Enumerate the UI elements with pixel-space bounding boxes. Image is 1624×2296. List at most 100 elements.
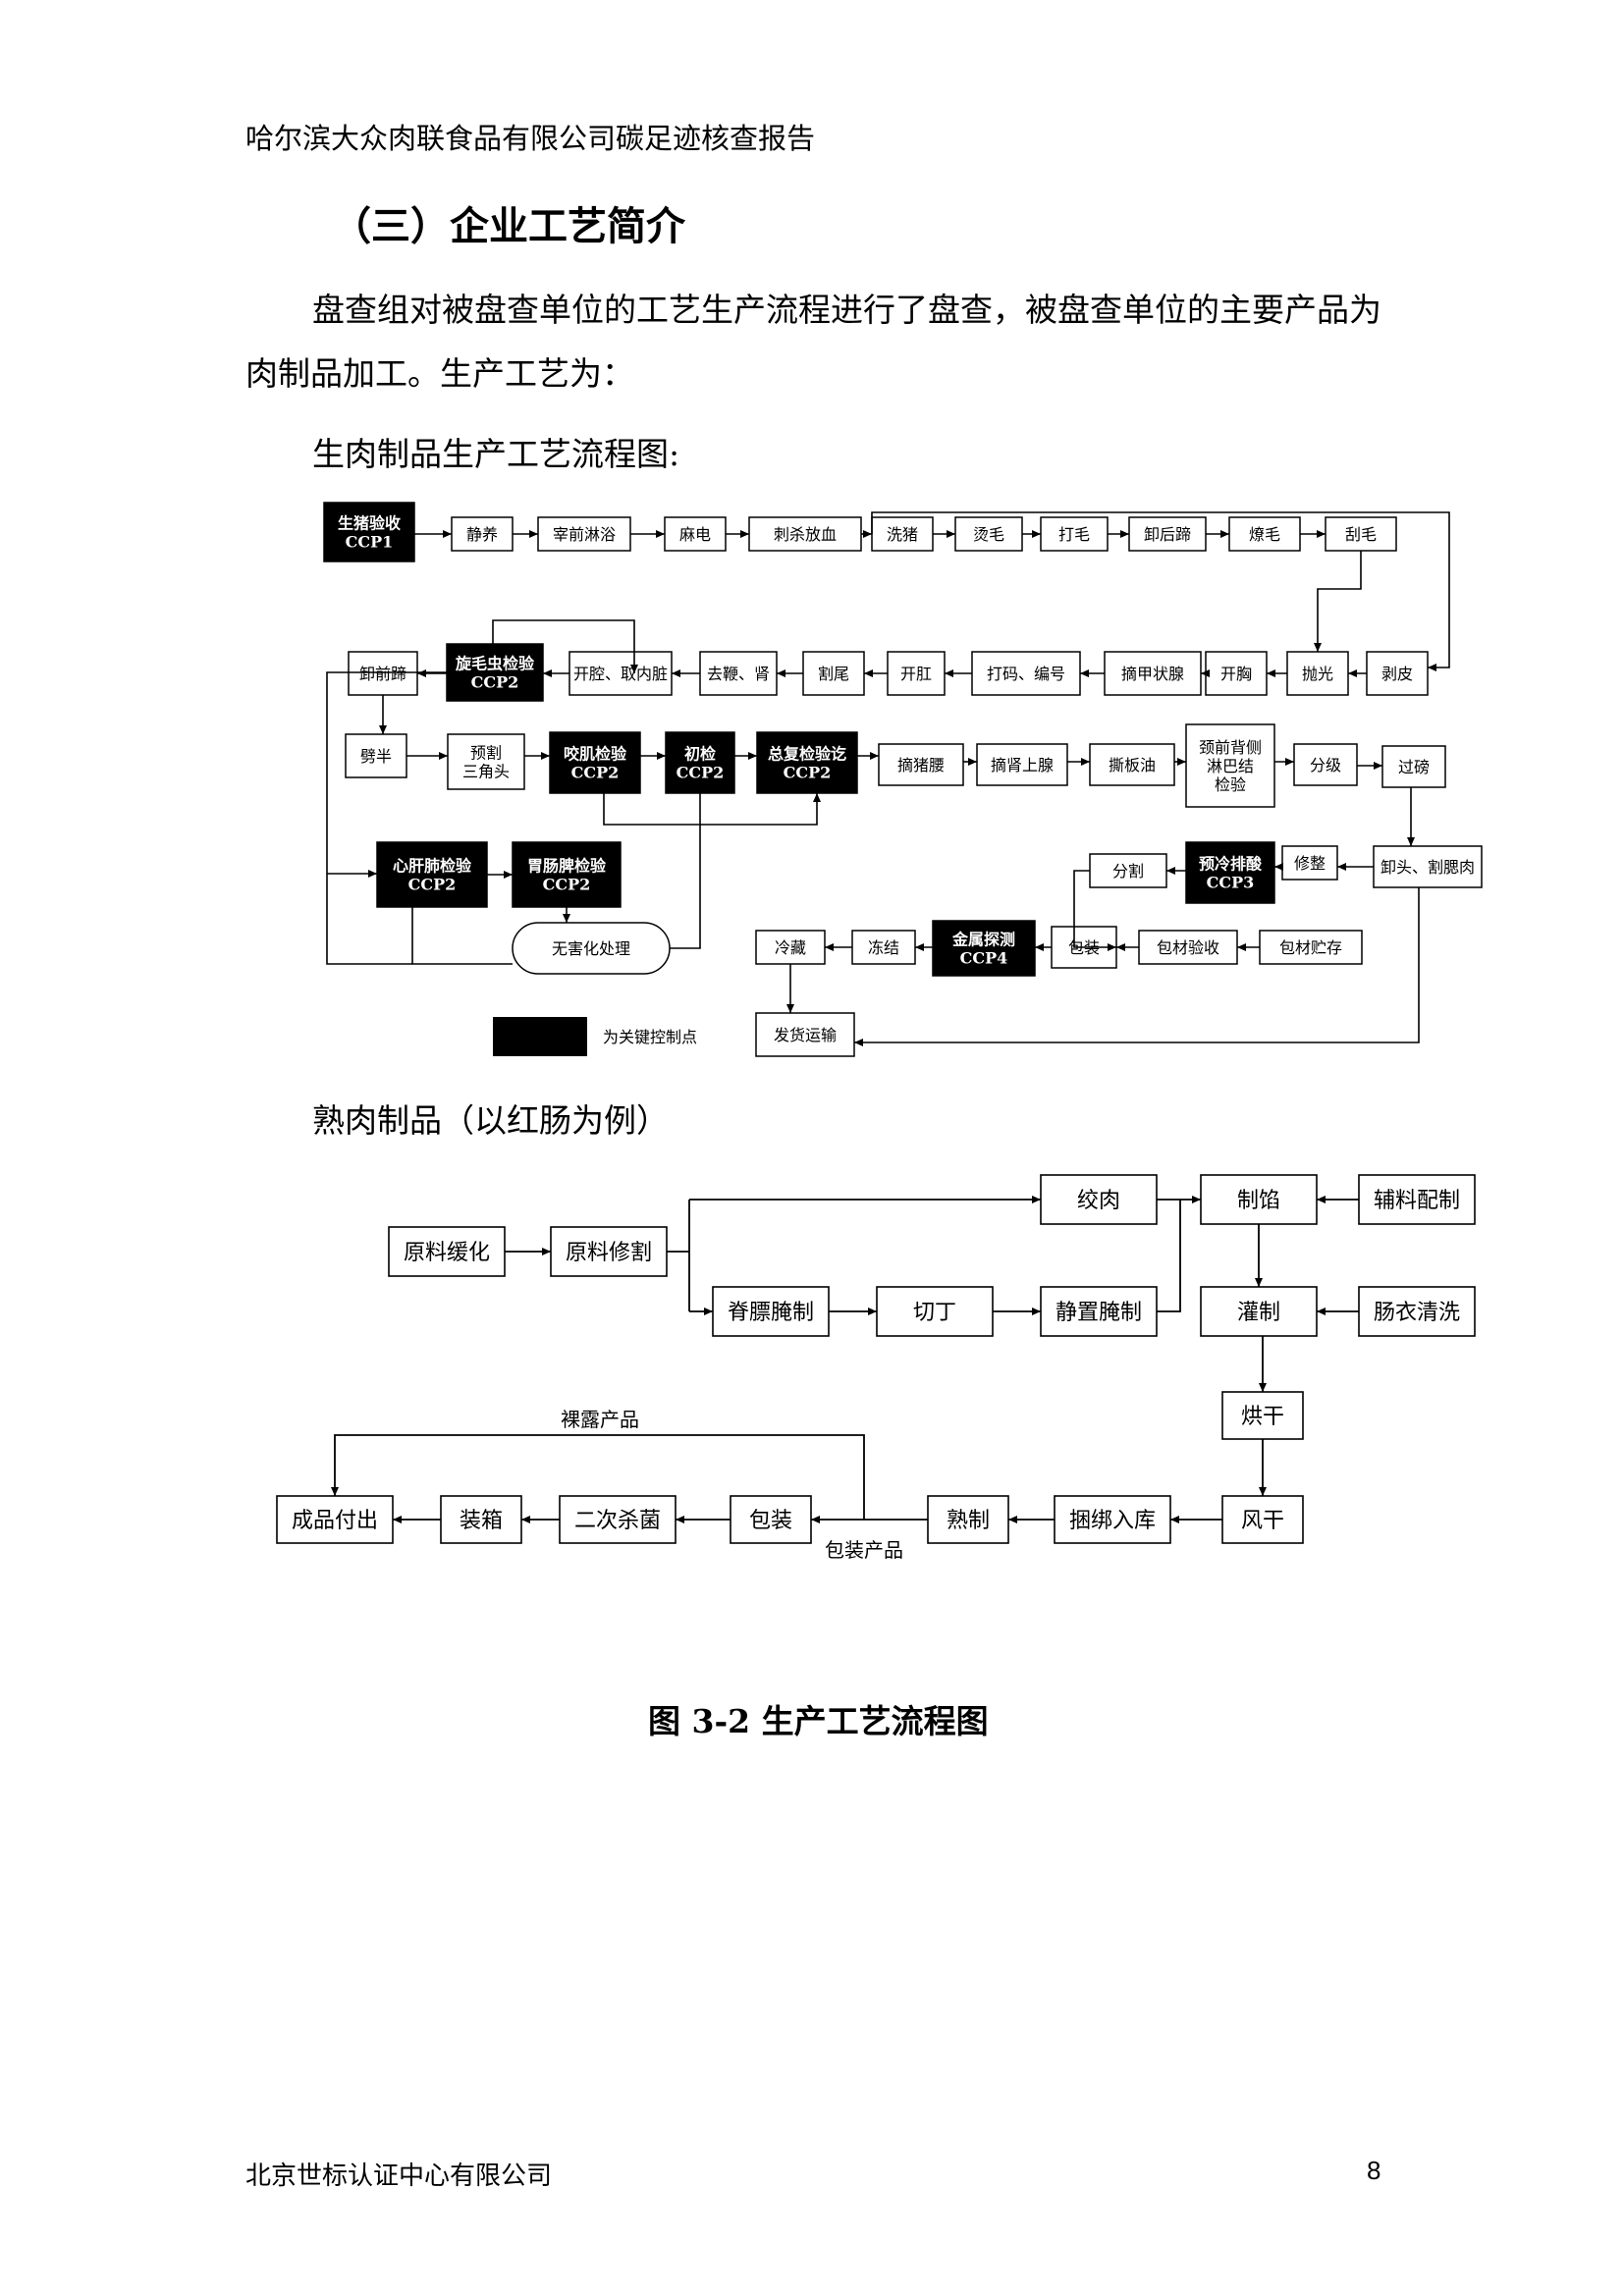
flow-connector <box>326 671 447 965</box>
raw-step-13: 抛光 <box>1286 651 1349 696</box>
raw-step-label: 心肝肺检验 <box>393 856 472 875</box>
label-packed-product: 包装产品 <box>825 1538 903 1562</box>
raw-step-32: 分级 <box>1293 743 1358 786</box>
legend-label: 为关键控制点 <box>603 1028 697 1046</box>
raw-step-label: CCP2 <box>408 875 457 893</box>
raw-step-22: 卸前蹄 <box>348 651 418 696</box>
flow-connector <box>1073 870 1116 951</box>
raw-step-6: 洗猪 <box>871 516 934 552</box>
cooked-step-label: 灌制 <box>1237 1301 1280 1325</box>
raw-step-label: 抛光 <box>1302 665 1333 683</box>
raw-step-2: 静养 <box>451 516 514 552</box>
raw-step-label: CCP3 <box>1207 873 1255 891</box>
intro-paragraph: 盘查组对被盘查单位的工艺生产流程进行了盘查，被盘查单位的主要产品为肉制品加工。生… <box>245 278 1384 405</box>
flow-connector <box>1157 1200 1181 1312</box>
legend: 为关键控制点 <box>493 1017 697 1056</box>
cooked-step-8: 辅料配制 <box>1358 1174 1476 1225</box>
raw-step-45: 冻结 <box>851 930 916 965</box>
raw-step-38: 修整 <box>1281 845 1338 881</box>
raw-step-46: 冷藏 <box>755 930 826 965</box>
cooked-step-12: 风干 <box>1221 1495 1304 1544</box>
raw-step-label: CCP2 <box>784 763 832 781</box>
raw-step-20: 开腔、取内脏 <box>568 651 673 696</box>
cooked-step-label: 熟制 <box>947 1509 990 1533</box>
cooked-step-17: 装箱 <box>440 1495 522 1544</box>
raw-step-label: 摘甲状腺 <box>1121 665 1184 683</box>
raw-step-14: 开胸 <box>1205 651 1268 696</box>
flow-connector <box>331 1434 865 1520</box>
flow-connector <box>1314 551 1362 652</box>
raw-step-43: 包材贮存 <box>1259 930 1363 965</box>
raw-step-label: 洗猪 <box>887 525 918 544</box>
raw-step-label: 旋毛虫检验 <box>455 654 535 672</box>
raw-step-40: 分割 <box>1089 853 1167 888</box>
raw-step-label: CCP2 <box>571 763 620 781</box>
raw-step-label: 分级 <box>1310 756 1341 774</box>
raw-step-label: 发货运输 <box>774 1026 837 1044</box>
section-heading: （三）企业工艺简介 <box>332 203 685 249</box>
cooked-step-13: 捆绑入库 <box>1054 1495 1171 1544</box>
flow-connector <box>670 793 701 949</box>
cooked-step-14: 熟制 <box>927 1495 1009 1544</box>
raw-step-label: 三角头 <box>462 762 510 780</box>
cooked-step-label: 脊膘腌制 <box>728 1301 814 1325</box>
cooked-step-label: 烘干 <box>1241 1405 1284 1429</box>
raw-step-label: 开肛 <box>900 665 932 683</box>
raw-step-label: 卸后蹄 <box>1144 525 1191 544</box>
cooked-step-label: 切丁 <box>913 1301 956 1325</box>
raw-step-label: 淋巴结 <box>1207 757 1254 775</box>
raw-step-label: 去鞭、肾 <box>707 665 770 683</box>
raw-step-label: 冻结 <box>868 938 899 957</box>
raw-step-label: 分割 <box>1112 862 1144 881</box>
raw-step-label: 撕板油 <box>1109 756 1156 774</box>
raw-step-12: 剥皮 <box>1366 651 1429 696</box>
raw-step-label: 预割 <box>470 743 502 762</box>
cooked-step-10: 肠衣清洗 <box>1358 1286 1476 1337</box>
raw-step-label: 冷藏 <box>775 938 806 957</box>
raw-step-label: 劈半 <box>360 747 392 766</box>
flow-connector <box>854 887 1420 1046</box>
raw-step-47: 发货运输 <box>755 1012 855 1057</box>
raw-step-37: 卸头、割腮肉 <box>1373 845 1483 888</box>
cooked-meat-flowchart: 原料缓化原料修割绞肉脊膘腌制切丁静置腌制制馅辅料配制灌制肠衣清洗烘干风干捆绑入库… <box>276 1174 1476 1562</box>
cooked-step-1: 原料缓化 <box>388 1226 506 1277</box>
page-header: 哈尔滨大众肉联食品有限公司碳足迹核查报告 <box>245 122 816 155</box>
raw-step-label: 包材贮存 <box>1279 938 1342 957</box>
flow-connector <box>603 793 821 826</box>
raw-step-9: 卸后蹄 <box>1128 516 1207 552</box>
raw-step-7: 烫毛 <box>954 516 1023 552</box>
raw-step-label: 总复检验讫 <box>768 744 846 763</box>
cooked-flow-subtitle: 熟肉制品（以红肠为例） <box>312 1101 669 1140</box>
raw-step-29: 摘肾上腺 <box>976 743 1068 786</box>
raw-step-label: 燎毛 <box>1249 525 1280 544</box>
raw-step-label: 包材验收 <box>1157 938 1219 957</box>
raw-step-4: 麻电 <box>664 516 727 552</box>
cooked-step-label: 制馅 <box>1237 1189 1280 1213</box>
cooked-step-5: 切丁 <box>876 1286 994 1337</box>
cooked-step-4: 脊膘腌制 <box>712 1286 830 1337</box>
cooked-step-18: 成品付出 <box>276 1495 394 1544</box>
intro-text: 盘查组对被盘查单位的工艺生产流程进行了盘查，被盘查单位的主要产品为肉制品加工。生… <box>245 291 1381 393</box>
raw-step-label: 打码、编号 <box>987 665 1065 683</box>
raw-step-label: 卸头、割腮肉 <box>1380 858 1475 877</box>
cooked-step-15: 包装 <box>730 1495 812 1544</box>
raw-step-3: 宰前淋浴 <box>537 516 631 552</box>
figure-caption: 图 3-2 生产工艺流程图 <box>648 1702 989 1740</box>
cooked-step-9: 灌制 <box>1200 1286 1318 1337</box>
cooked-step-label: 原料修割 <box>566 1241 652 1265</box>
raw-step-label: 烫毛 <box>973 525 1004 544</box>
raw-step-33: 过磅 <box>1381 745 1446 788</box>
cooked-step-label: 绞肉 <box>1077 1189 1120 1213</box>
raw-step-label: 过磅 <box>1398 758 1430 776</box>
cooked-step-label: 包装 <box>749 1509 792 1533</box>
raw-step-label: 开腔、取内脏 <box>573 665 668 683</box>
raw-step-label: 刺杀放血 <box>774 525 837 544</box>
cooked-step-label: 成品付出 <box>292 1509 378 1533</box>
